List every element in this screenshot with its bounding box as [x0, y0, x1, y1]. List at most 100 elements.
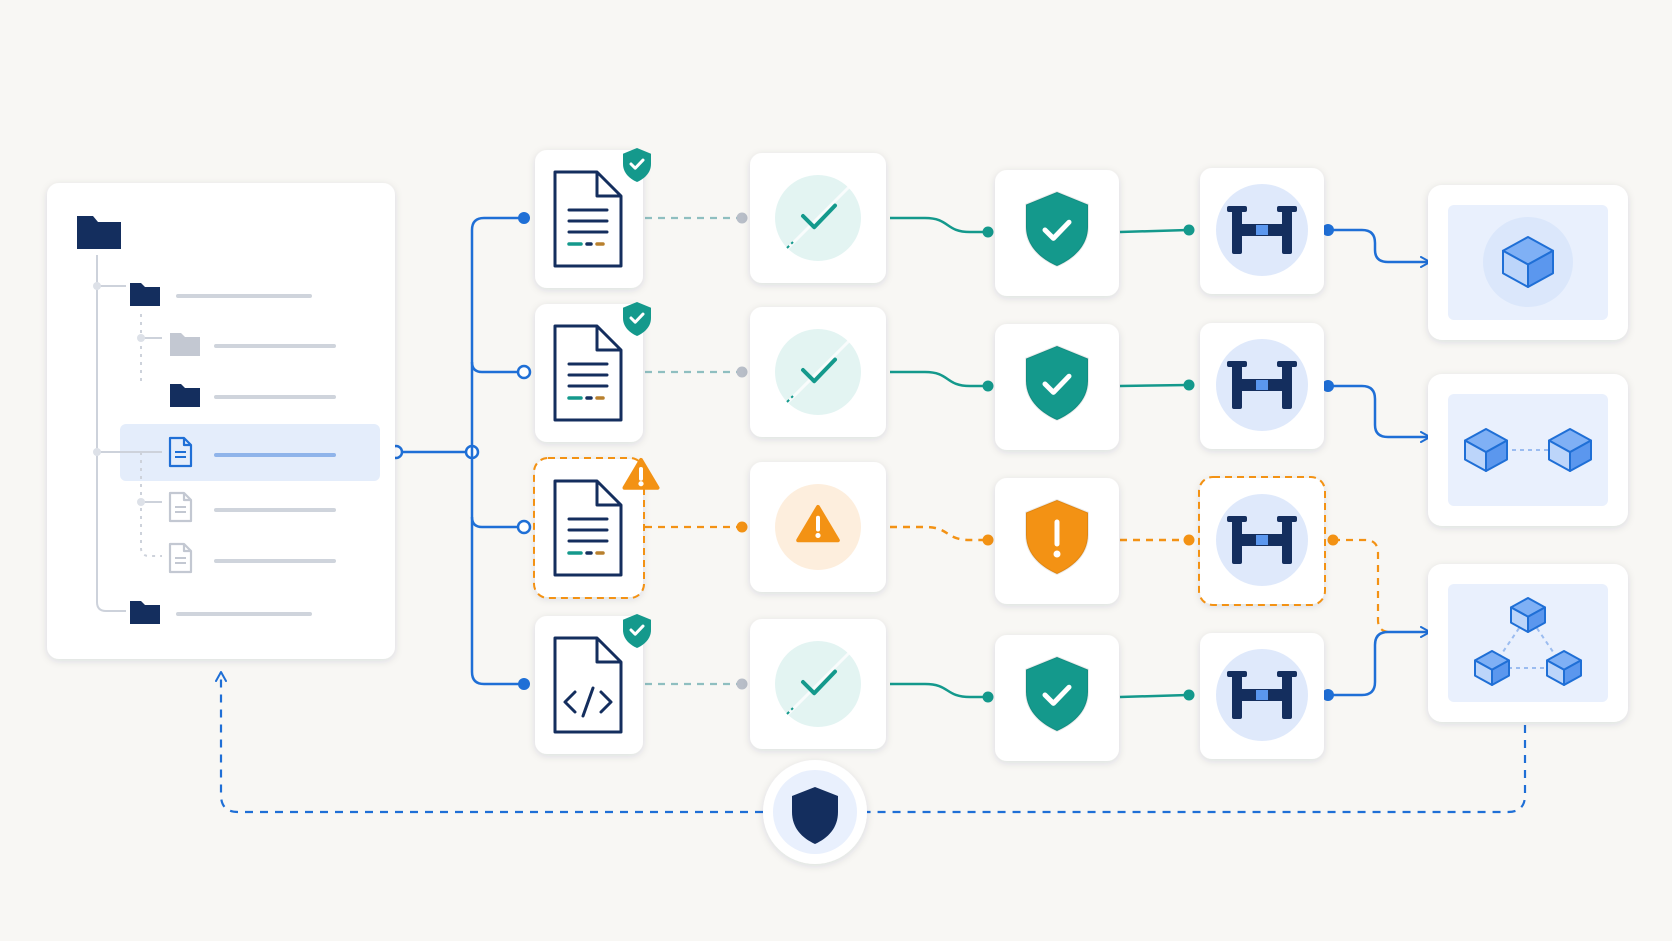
cube-icon [1546, 650, 1582, 686]
tree-item-label-bar [214, 344, 336, 348]
file-card[interactable] [535, 302, 651, 442]
connector-arrow [1328, 626, 1431, 697]
shield-icon [792, 787, 838, 844]
shield-exclamation-icon [1025, 498, 1089, 576]
connector-port [736, 678, 748, 690]
check-shield-badge [623, 302, 651, 336]
connector [890, 682, 988, 699]
tree-guide-lines [93, 255, 162, 612]
tree-folder-item[interactable] [130, 601, 312, 624]
file-card[interactable] [535, 148, 651, 288]
connector [1119, 228, 1189, 234]
tree-folder-item[interactable] [77, 216, 121, 249]
tree-item-label-bar [214, 453, 336, 457]
connector-port [1183, 224, 1195, 236]
file-tree-panel [47, 183, 395, 659]
connector [1119, 693, 1189, 699]
connector [1119, 383, 1189, 388]
document-icon [168, 491, 193, 523]
tree-file-item[interactable] [168, 491, 336, 523]
cube-icon [1464, 428, 1508, 472]
check-shield-badge [623, 614, 651, 648]
connector [890, 370, 988, 388]
gate-icon [1216, 649, 1308, 741]
folder-icon [77, 216, 121, 249]
tree-item-label-bar [214, 395, 336, 399]
connector-port [1183, 379, 1195, 391]
warning-triangle-badge [622, 458, 660, 490]
connector-port [518, 678, 530, 690]
file-card[interactable] [535, 614, 651, 754]
connector-port [516, 519, 532, 535]
connector-arrow [1328, 384, 1431, 443]
deployment-gate-card[interactable] [1198, 476, 1326, 606]
connector-port [1183, 534, 1195, 546]
single-cube-icon [1483, 217, 1573, 307]
connector [890, 216, 988, 234]
cube-icon [1548, 428, 1592, 472]
tree-folder-item[interactable] [170, 384, 336, 407]
validation-card[interactable] [750, 462, 886, 592]
two-cubes-icon [1464, 428, 1592, 472]
connector-arrow [1328, 228, 1431, 268]
connector [470, 361, 524, 374]
connector [470, 216, 524, 686]
connector-port [982, 691, 994, 703]
validation-card[interactable] [750, 619, 886, 749]
connector [1333, 538, 1391, 634]
shield-check-icon [1025, 344, 1089, 422]
connector-port [982, 226, 994, 238]
folder-icon [130, 283, 160, 306]
connector-port [736, 521, 748, 533]
connector-port [736, 366, 748, 378]
shield-check-icon [1025, 655, 1089, 733]
deployment-gate-card[interactable] [1200, 168, 1324, 294]
deployment-target-card[interactable] [1428, 564, 1628, 722]
tree-item-label-bar [214, 559, 336, 563]
checkmark-icon [775, 641, 861, 727]
connector [470, 516, 524, 529]
checkmark-icon [775, 329, 861, 415]
checkmark-icon [775, 175, 861, 261]
security-scan-card[interactable] [995, 324, 1119, 450]
tree-folder-item[interactable] [130, 283, 312, 306]
deployment-gate-card[interactable] [1200, 323, 1324, 449]
validation-card[interactable] [750, 307, 886, 437]
validation-card[interactable] [750, 153, 886, 283]
code-file-icon [553, 636, 623, 734]
cube-icon [1474, 650, 1510, 686]
document-icon [168, 436, 193, 468]
tree-file-item[interactable] [168, 436, 336, 468]
cube-icon [1502, 236, 1554, 288]
document-icon [553, 324, 623, 422]
connector-lines [221, 212, 1527, 814]
tree-item-label-bar [214, 508, 336, 512]
feedback-node[interactable] [763, 760, 867, 864]
tree-item-label-bar [176, 612, 312, 616]
file-card[interactable] [533, 457, 660, 599]
feedback-loop-arrow [221, 672, 1527, 814]
gate-icon [1216, 494, 1308, 586]
warning-triangle-icon [775, 484, 861, 570]
security-scan-card[interactable] [995, 478, 1119, 604]
folder-icon [130, 601, 160, 624]
folder-icon [170, 384, 200, 407]
document-icon [168, 542, 193, 574]
tree-file-item[interactable] [168, 542, 336, 574]
three-cubes-icon [1474, 597, 1582, 686]
connector-port [736, 212, 748, 224]
connector-port [516, 364, 532, 380]
deployment-target-card[interactable] [1428, 374, 1628, 526]
deployment-gate-card[interactable] [1200, 633, 1324, 759]
security-scan-card[interactable] [995, 170, 1119, 296]
connector [890, 525, 988, 542]
document-icon [553, 479, 623, 577]
connector-port [982, 534, 994, 546]
tree-folder-item[interactable] [170, 333, 336, 356]
document-icon [553, 170, 623, 268]
folder-icon [170, 333, 200, 356]
connector-port [982, 380, 994, 392]
security-scan-card[interactable] [995, 635, 1119, 761]
deployment-target-card[interactable] [1428, 185, 1628, 340]
